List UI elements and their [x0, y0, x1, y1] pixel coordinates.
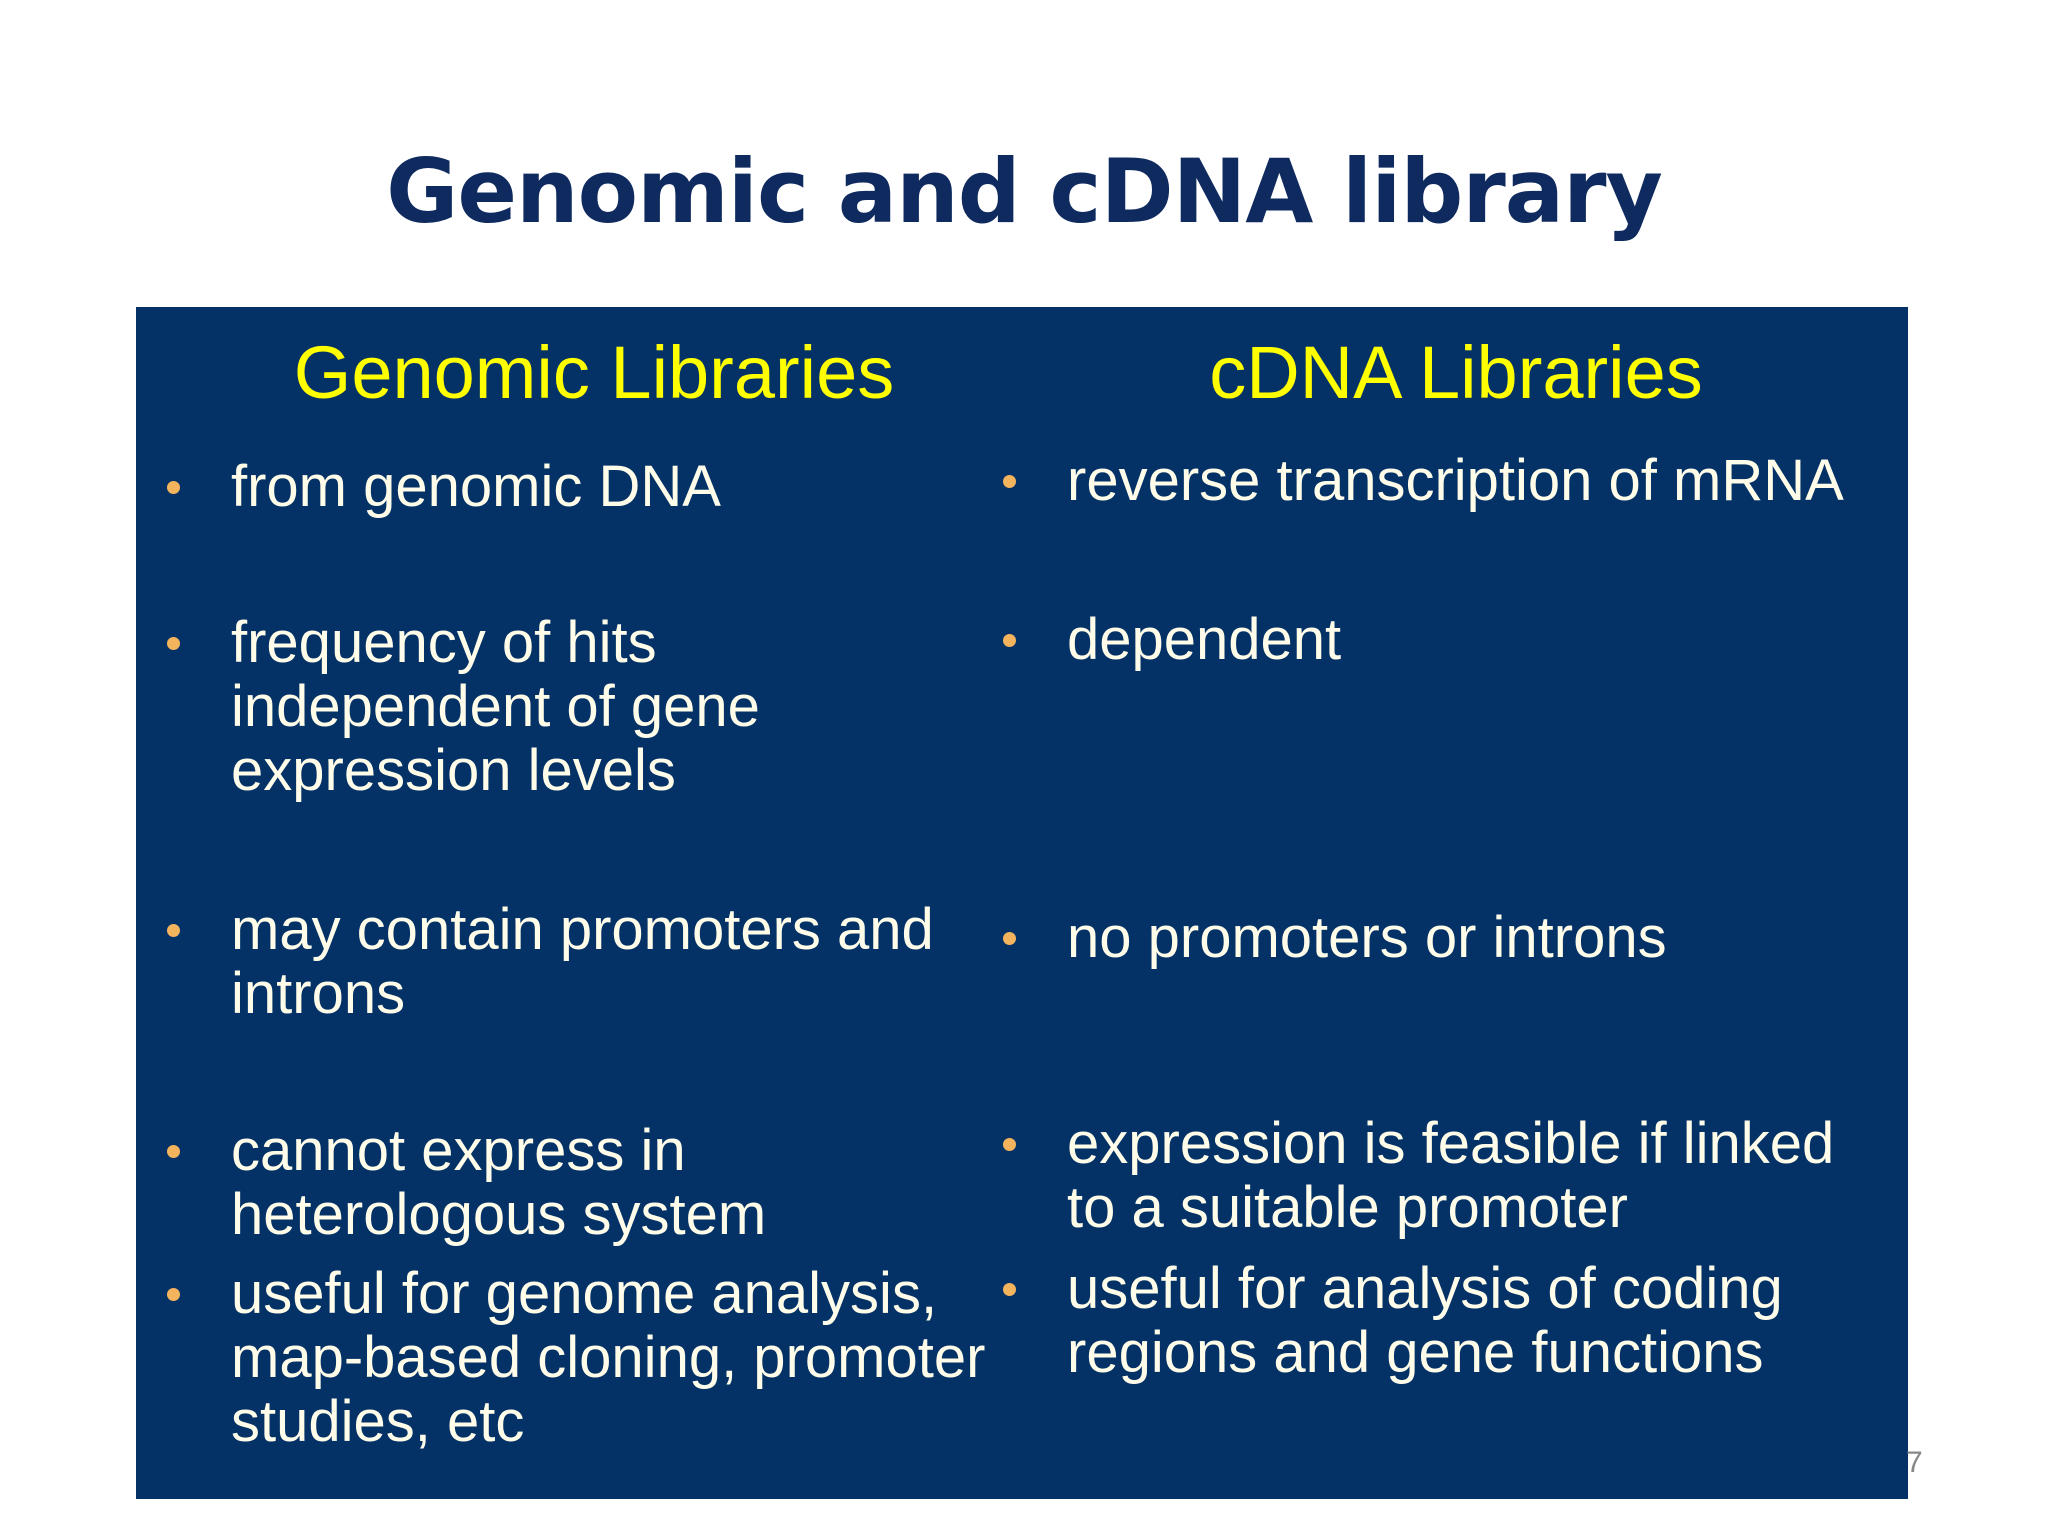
genomic-heading: Genomic Libraries	[293, 331, 895, 414]
genomic-item: may contain promoters and introns	[231, 897, 934, 1026]
comparison-panel	[136, 307, 1908, 1499]
bullet-icon	[1003, 932, 1016, 945]
bullet-icon	[167, 481, 180, 494]
bullet-icon	[1003, 634, 1016, 647]
slide-title: Genomic and cDNA library	[386, 140, 1663, 243]
bullet-icon	[167, 637, 180, 650]
bullet-icon	[167, 1288, 180, 1301]
bullet-icon	[167, 924, 180, 937]
bullet-icon	[1003, 1283, 1016, 1296]
cdna-item: no promoters or introns	[1067, 905, 1667, 970]
bullet-icon	[1003, 1138, 1016, 1151]
cdna-item: reverse transcription of mRNA	[1067, 448, 1844, 513]
bullet-icon	[1003, 475, 1016, 488]
cdna-item: useful for analysis of coding regions an…	[1067, 1256, 1783, 1385]
genomic-item: useful for genome analysis, map-based cl…	[231, 1261, 986, 1454]
genomic-item: from genomic DNA	[231, 454, 721, 519]
bullet-icon	[167, 1145, 180, 1158]
cdna-item: expression is feasible if linked to a su…	[1067, 1111, 1835, 1240]
genomic-item: frequency of hits independent of gene ex…	[231, 610, 760, 803]
cdna-heading: cDNA Libraries	[1209, 331, 1703, 414]
genomic-item: cannot express in heterologous system	[231, 1118, 767, 1247]
page-number: 7	[1906, 1446, 1923, 1479]
cdna-item: dependent	[1067, 607, 1342, 672]
